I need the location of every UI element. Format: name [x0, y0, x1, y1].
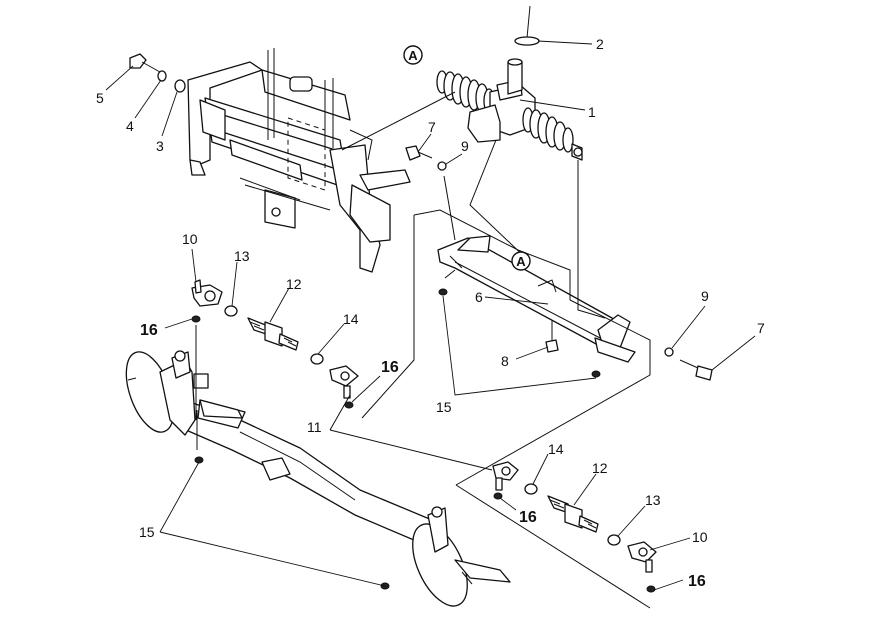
callout-10-right: 10 [692, 529, 708, 545]
callout-7-right: 7 [757, 320, 765, 336]
callout-14-left: 14 [343, 311, 359, 327]
steering-gearbox [436, 5, 583, 161]
callout-13-left: 13 [234, 248, 250, 264]
callout-13-right: 13 [645, 492, 661, 508]
leader-lines [105, 40, 756, 591]
svg-text:A: A [516, 254, 526, 269]
right-knuckle-hub [380, 506, 511, 607]
callout-1: 1 [588, 104, 596, 120]
callout-14-right: 14 [548, 441, 564, 457]
callout-16-middle: 16 [381, 359, 399, 376]
reference-mark-bracket: A [511, 251, 531, 271]
callout-11: 11 [307, 419, 322, 435]
tie-rod-left [191, 279, 359, 409]
callout-5: 5 [96, 90, 104, 106]
callout-9-right: 9 [701, 288, 709, 304]
callout-16-left: 16 [140, 322, 158, 339]
callout-16-lower: 16 [519, 509, 537, 526]
hardware [129, 53, 713, 381]
callout-6: 6 [475, 289, 483, 305]
callout-10-left: 10 [182, 231, 198, 247]
callout-4: 4 [126, 118, 134, 134]
callout-8: 8 [501, 353, 509, 369]
callout-labels: 1 2 3 4 5 6 7 7 8 9 9 10 10 11 12 12 13 … [96, 36, 765, 545]
callout-7-upper: 7 [428, 119, 436, 135]
left-knuckle-hub [125, 325, 243, 464]
callout-16-right: 16 [688, 573, 706, 590]
svg-text:A: A [408, 48, 418, 63]
left-boot [436, 70, 495, 114]
callout-12-left: 12 [286, 276, 302, 292]
right-boot [522, 107, 574, 153]
callout-15-lower: 15 [139, 524, 155, 540]
reference-mark-top: A [403, 45, 423, 65]
callout-2: 2 [596, 36, 604, 52]
callout-9-upper: 9 [461, 138, 469, 154]
callout-12-right: 12 [592, 460, 608, 476]
reference-lines [195, 91, 651, 609]
callout-3: 3 [156, 138, 164, 154]
callout-15-center: 15 [436, 399, 452, 415]
callout-labels-bold: 16 16 16 16 [140, 322, 706, 590]
mounting-bracket [437, 235, 636, 363]
frame-assembly [187, 48, 411, 273]
seal-washer [514, 36, 540, 46]
tie-rod-right [492, 461, 657, 593]
